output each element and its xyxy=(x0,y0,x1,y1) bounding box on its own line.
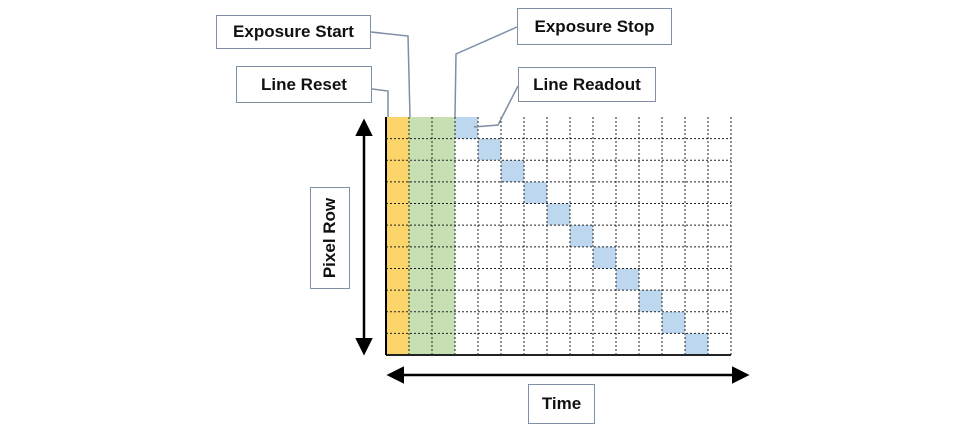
line-reset-leader xyxy=(371,88,389,117)
exposure-start-label: Exposure Start xyxy=(216,15,371,49)
line-reset-column xyxy=(386,117,409,355)
grid-layer xyxy=(385,117,732,356)
exposure-start-leader xyxy=(370,31,411,118)
readout-cell xyxy=(524,181,547,204)
leader-lines xyxy=(370,26,519,128)
readout-cell xyxy=(593,246,616,269)
line-reset-label: Line Reset xyxy=(236,66,372,103)
readout-cell xyxy=(639,290,662,312)
readout-cell xyxy=(685,333,708,355)
readout-cell xyxy=(570,225,593,247)
y-axis-label: Pixel Row xyxy=(320,197,339,279)
x-axis-label: Time xyxy=(541,394,582,413)
line-readout-text: Line Readout xyxy=(533,74,641,94)
exposure-stop-text: Exposure Stop xyxy=(534,16,655,36)
readout-cell xyxy=(478,138,501,161)
readout-cell xyxy=(547,203,570,226)
line-readout-label: Line Readout xyxy=(518,67,656,102)
readout-cell xyxy=(501,160,524,182)
readout-cell xyxy=(455,117,478,139)
x-axis-label-box: Time xyxy=(528,384,595,424)
exposure-stop-label: Exposure Stop xyxy=(517,8,672,45)
exposure-stop-leader xyxy=(454,26,518,118)
readout-cell xyxy=(662,311,685,334)
readout-cell xyxy=(616,268,639,291)
exposure-start-text: Exposure Start xyxy=(233,22,354,41)
exposure-columns xyxy=(409,117,455,355)
line-reset-text: Line Reset xyxy=(261,74,347,94)
line-readout-leader xyxy=(473,85,519,128)
y-axis-label-box: Pixel Row xyxy=(310,187,350,289)
